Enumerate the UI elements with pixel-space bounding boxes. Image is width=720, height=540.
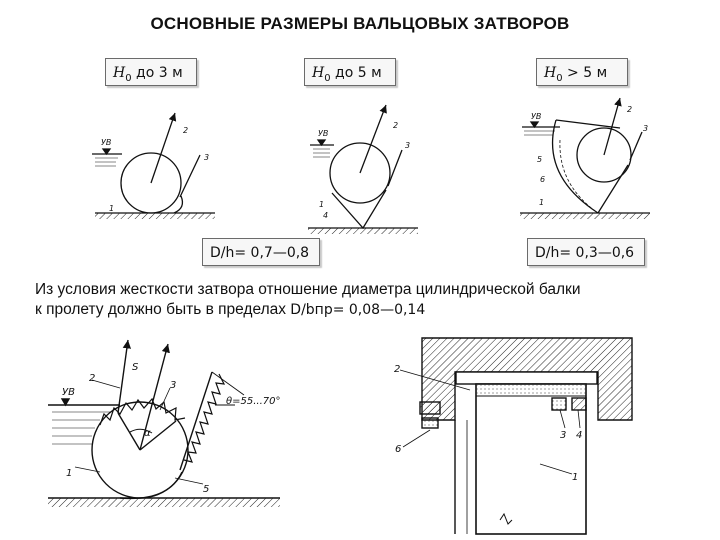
explanation-text: Из условия жесткости затвора отношение д… <box>35 280 695 320</box>
diagram-seal-detail <box>399 337 633 535</box>
callout-2: 2 <box>393 121 398 130</box>
h-subscript: 0 <box>125 72 132 84</box>
h-symbol: H <box>113 65 126 81</box>
callout-2: 2 <box>394 364 400 375</box>
h-symbol: H <box>544 65 557 81</box>
h-range: до 3 м <box>131 65 183 81</box>
uv-label: УВ <box>318 129 328 138</box>
label-h0-up-to-5m: H0 до 5 м <box>304 58 396 86</box>
callout-4: 4 <box>576 430 582 441</box>
diagram-gate-small <box>92 112 215 219</box>
callout-1: 1 <box>109 204 114 213</box>
callout-3: 3 <box>204 153 209 162</box>
angle-theta-label: θ=55...70° <box>226 396 280 407</box>
uv-label: УВ <box>531 112 541 121</box>
callout-3: 3 <box>643 124 648 133</box>
callout-1: 1 <box>319 200 324 209</box>
explanation-line-1: Из условия жесткости затвора отношение д… <box>35 281 581 298</box>
label-h0-up-to-3m: H0 до 3 м <box>105 58 197 86</box>
ratio-formula: D/bпр= 0,08—0,14 <box>290 302 426 318</box>
explanation-line-2: к пролету должно быть в пределах D/bпр= … <box>35 300 695 320</box>
callout-3: 3 <box>560 430 566 441</box>
force-s-label: S <box>132 362 139 373</box>
callout-5: 5 <box>203 484 209 495</box>
diagram-gate-large <box>520 97 650 219</box>
callout-2: 2 <box>89 373 95 384</box>
callout-4: 4 <box>323 211 328 220</box>
callout-3: 3 <box>170 380 176 391</box>
h-symbol: H <box>312 65 325 81</box>
callout-6: 6 <box>395 444 401 455</box>
callout-1: 1 <box>572 472 578 483</box>
callout-2: 2 <box>627 105 632 114</box>
callout-3: 3 <box>405 141 410 150</box>
callout-1: 1 <box>539 198 544 207</box>
diagram-gate-medium <box>308 104 418 234</box>
label-h0-over-5m: H0 > 5 м <box>536 58 628 86</box>
h-subscript: 0 <box>556 72 563 84</box>
h-subscript: 0 <box>324 72 331 84</box>
ratio-box-1: D/h= 0,7—0,8 <box>202 238 320 266</box>
explanation-line-2-text: к пролету должно быть в пределах <box>35 301 286 318</box>
h-range: > 5 м <box>562 65 608 81</box>
callout-5: 5 <box>537 155 542 164</box>
diagram-gate-detailed <box>48 339 280 507</box>
h-range: до 5 м <box>330 65 382 81</box>
page-title: ОСНОВНЫЕ РАЗМЕРЫ ВАЛЬЦОВЫХ ЗАТВОРОВ <box>150 14 570 33</box>
callout-1: 1 <box>66 468 72 479</box>
callout-2: 2 <box>183 126 188 135</box>
uv-label: УВ <box>101 138 111 147</box>
ratio-box-2: D/h= 0,3—0,6 <box>527 238 645 266</box>
angle-alpha-label: α <box>144 428 151 439</box>
callout-6: 6 <box>540 175 545 184</box>
uv-label: УВ <box>62 387 75 398</box>
